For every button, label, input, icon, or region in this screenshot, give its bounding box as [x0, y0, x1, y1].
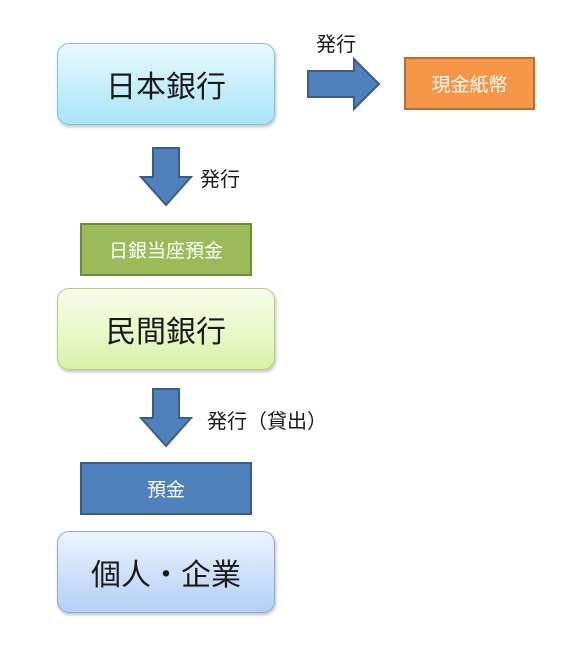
node-deposit: 預金 — [80, 462, 252, 515]
node-private-bank-label: 民間銀行 — [106, 315, 226, 350]
arrow-right-icon — [307, 56, 381, 112]
edge-label-issue-current: 発行 — [200, 167, 240, 191]
node-boj-current-account: 日銀当座預金 — [80, 223, 252, 276]
node-cash-notes: 現金紙幣 — [404, 57, 535, 110]
node-deposit-label: 預金 — [146, 479, 185, 501]
arrow-down-icon — [138, 388, 194, 448]
node-individuals-companies: 個人・企業 — [57, 531, 275, 613]
node-private-bank: 民間銀行 — [57, 288, 275, 370]
node-boj-current-account-label: 日銀当座預金 — [108, 240, 223, 262]
node-bank-of-japan-label: 日本銀行 — [106, 70, 226, 105]
node-cash-notes-label: 現金紙幣 — [431, 74, 508, 96]
node-individuals-companies-label: 個人・企業 — [91, 558, 241, 593]
edge-label-issue-cash: 発行 — [316, 32, 356, 56]
edge-label-issue-deposit: 発行（貸出） — [207, 409, 327, 433]
node-bank-of-japan: 日本銀行 — [57, 43, 275, 125]
arrow-down-icon — [138, 147, 194, 207]
